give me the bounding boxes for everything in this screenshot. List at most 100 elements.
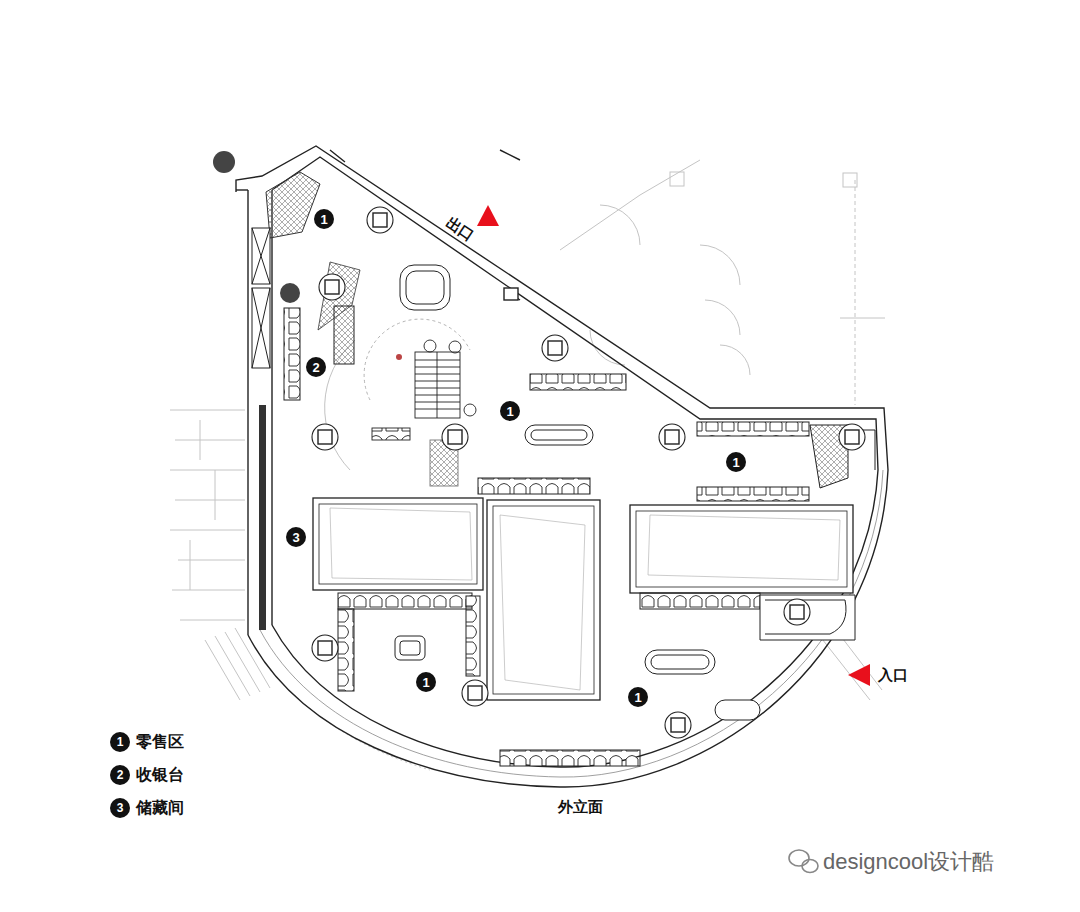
walls (271, 190, 272, 625)
display-table (400, 265, 450, 310)
facade-label: 外立面 (558, 798, 603, 815)
elevator-symbol (252, 288, 270, 368)
elevator-symbol (252, 228, 270, 284)
watermark-icon (789, 850, 809, 866)
exterior-context (855, 180, 856, 405)
exterior-context (600, 205, 640, 245)
entrance-label: 入口 (878, 666, 908, 683)
callout-badge: 1 (314, 209, 334, 229)
legend-number: 3 (110, 798, 130, 818)
display-block (319, 504, 477, 584)
legend-text: 零售区 (136, 733, 184, 751)
column-symbol (659, 424, 685, 450)
display-table (525, 425, 593, 445)
shelf-row (500, 750, 640, 766)
shelf-row (284, 306, 809, 766)
exterior-context (843, 173, 857, 187)
exterior-context (205, 628, 270, 700)
callout-badge: 1 (416, 672, 436, 692)
callout-badge: 3 (286, 527, 306, 547)
display-table (531, 430, 587, 440)
walls (504, 288, 518, 300)
display-block (487, 500, 600, 700)
stair-symbol (464, 404, 476, 416)
dark-wall (259, 405, 266, 630)
callout-badge: 1 (726, 452, 746, 472)
callout-number: 1 (634, 691, 641, 704)
stair-symbol (424, 340, 436, 352)
exit-arrow (477, 205, 499, 226)
display-table (406, 271, 444, 304)
corner-structure (765, 600, 846, 634)
display-block (313, 498, 483, 590)
display-block (648, 515, 840, 580)
column-symbol (839, 424, 865, 450)
callout-number: 1 (422, 676, 429, 689)
legend-number: 1 (110, 732, 130, 752)
walls (272, 470, 878, 767)
shelf-row (338, 609, 354, 691)
shelf-row (530, 374, 626, 390)
display-table (395, 265, 760, 720)
shelf-row (478, 478, 590, 494)
walls (272, 157, 878, 470)
walls (236, 146, 888, 470)
exterior-context (170, 410, 245, 620)
shelf-row (284, 308, 300, 400)
column-symbol (442, 424, 468, 450)
shelf-row (334, 306, 354, 364)
walls (247, 190, 248, 635)
stair-symbol (437, 352, 438, 418)
stair-symbol (449, 341, 461, 353)
callout-number: 1 (320, 213, 327, 226)
elevator-symbol (252, 228, 270, 368)
watermark-icon (802, 860, 818, 873)
marker-dot (213, 151, 235, 173)
exterior-context (705, 300, 740, 335)
display-block (636, 511, 847, 587)
corner-structure (760, 425, 875, 640)
watermark: designcool设计酷 (823, 849, 994, 874)
walls (236, 189, 248, 190)
column-symbol (312, 424, 338, 450)
exterior-context (840, 318, 885, 319)
walls (248, 470, 888, 787)
walls (236, 146, 888, 787)
entrance-arrow (848, 664, 870, 686)
display-table (645, 650, 715, 674)
legend-number: 2 (110, 765, 130, 785)
callout-number: 2 (312, 361, 319, 374)
display-table (651, 655, 709, 669)
exterior-context (670, 172, 684, 186)
legend-text: 储藏间 (136, 799, 184, 817)
watermark-icon (789, 850, 818, 873)
column-symbol (312, 207, 865, 738)
column-symbol (542, 335, 568, 361)
column-symbol (462, 680, 488, 706)
column-symbol (784, 599, 810, 625)
display-block (330, 508, 472, 580)
column-symbol (367, 207, 393, 233)
legend-text: 收银台 (136, 766, 184, 784)
stair-symbol (372, 428, 410, 440)
exterior-context (720, 345, 750, 375)
column-symbol (319, 274, 345, 300)
elevator-symbol (252, 288, 270, 368)
callout-number: 1 (506, 405, 513, 418)
callout-number: 3 (292, 531, 299, 544)
exit-label: 出口 (443, 213, 478, 244)
display-block (630, 505, 853, 593)
stair-symbol (415, 352, 460, 418)
marker-dot (280, 283, 300, 303)
callout-badge: 1 (500, 401, 520, 421)
exterior-context (190, 420, 215, 590)
planter (266, 172, 320, 238)
shelf-row (697, 422, 809, 436)
column-symbol (312, 635, 338, 661)
shelf-row (640, 593, 760, 609)
callout-badge: 2 (306, 357, 326, 377)
display-block (500, 515, 585, 690)
callout-number: 1 (732, 456, 739, 469)
elevator-symbol (252, 228, 270, 284)
